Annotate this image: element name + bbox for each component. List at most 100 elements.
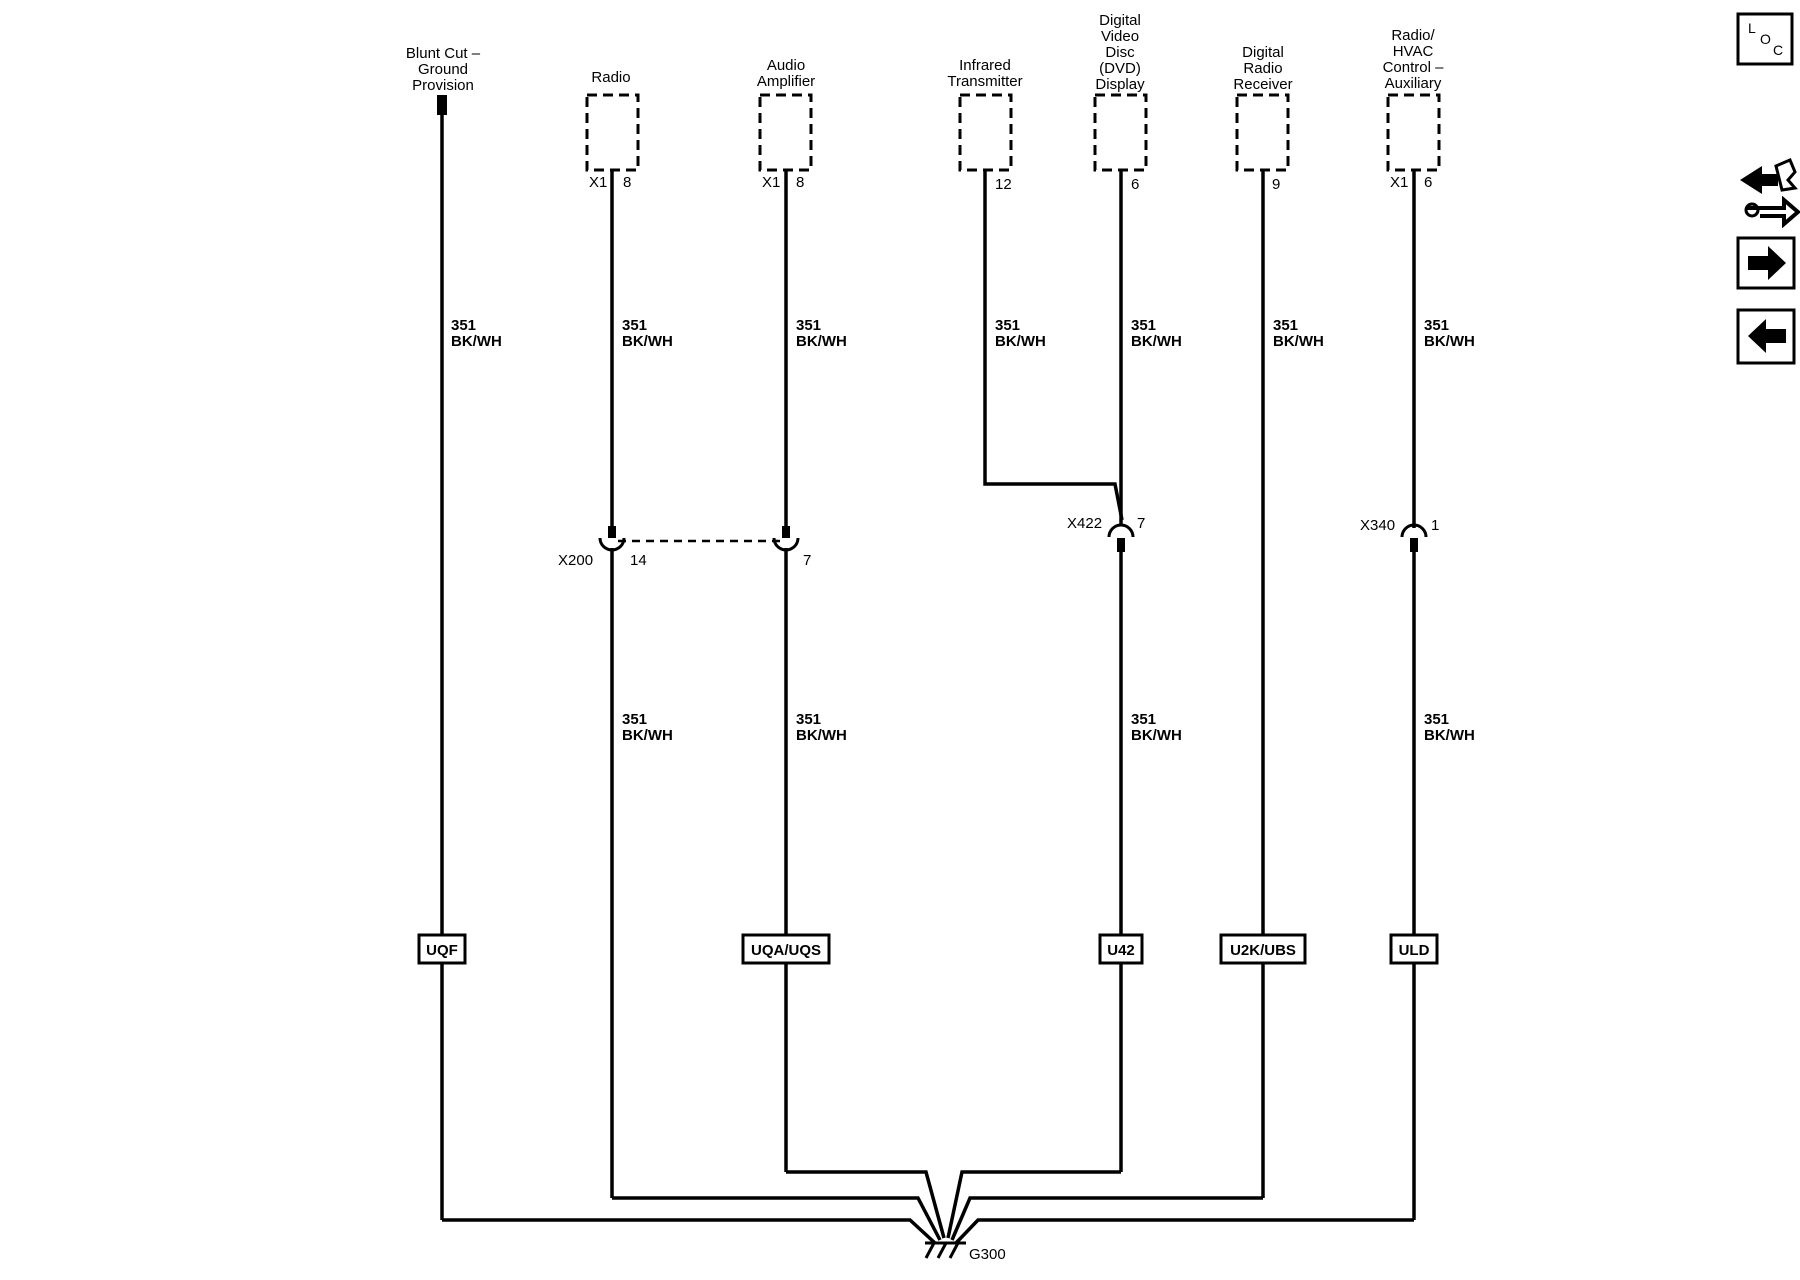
option-uqf: UQF — [417, 933, 467, 965]
svg-text:Amplifier: Amplifier — [757, 73, 815, 90]
radio-pin-label: 8 — [623, 174, 631, 191]
svg-text:Blunt Cut –: Blunt Cut – — [406, 45, 481, 62]
radio-hvac-aux-box — [1386, 93, 1441, 172]
svg-text:BK/WH: BK/WH — [1424, 727, 1475, 744]
ground-run-radio — [612, 1196, 942, 1241]
svg-text:U42: U42 — [1107, 942, 1135, 959]
svg-text:Radio/: Radio/ — [1391, 27, 1435, 44]
x200-amp-pin — [782, 526, 790, 538]
x340-label: X340 — [1360, 517, 1395, 534]
arrow-left-icon[interactable] — [1736, 308, 1796, 365]
svg-text:Display: Display — [1095, 76, 1145, 93]
svg-text:Digital: Digital — [1099, 12, 1141, 29]
radio-hvac-pin-label: 6 — [1424, 174, 1432, 191]
x340-pin — [1410, 538, 1418, 552]
svg-text:Digital: Digital — [1242, 44, 1284, 61]
svg-text:BK/WH: BK/WH — [1424, 333, 1475, 350]
svg-text:Ground: Ground — [418, 61, 468, 78]
svg-text:Receiver: Receiver — [1233, 76, 1292, 93]
svg-text:BK/WH: BK/WH — [1131, 333, 1182, 350]
audio-amp-connector-label: X1 — [762, 174, 780, 191]
svg-text:Audio: Audio — [767, 57, 805, 74]
svg-text:351: 351 — [1131, 317, 1156, 334]
svg-text:351: 351 — [451, 317, 476, 334]
svg-text:Radio: Radio — [591, 69, 630, 86]
svg-text:BK/WH: BK/WH — [995, 333, 1046, 350]
option-u2k-ubs: U2K/UBS — [1219, 933, 1307, 965]
x422-label: X422 — [1067, 515, 1102, 532]
svg-text:Disc: Disc — [1105, 44, 1135, 61]
blunt-cut-terminal — [437, 95, 447, 115]
x200-radio-connector — [598, 537, 626, 552]
audio-amp-pin-label: 8 — [796, 174, 804, 191]
x340-pin-label: 1 — [1431, 517, 1439, 534]
digital-radio-pin-label: 9 — [1272, 176, 1280, 193]
svg-text:O: O — [1760, 31, 1771, 47]
svg-text:BK/WH: BK/WH — [796, 727, 847, 744]
radio-hvac-connector-label: X1 — [1390, 174, 1408, 191]
radio-box — [585, 93, 640, 172]
ground-run-blunt — [442, 1218, 937, 1245]
radio-label: Radio — [591, 69, 630, 86]
wire-infrared — [983, 170, 1124, 521]
svg-text:ULD: ULD — [1399, 942, 1430, 959]
svg-text:351: 351 — [1131, 711, 1156, 728]
blunt-cut-label: Blunt Cut – Ground Provision — [406, 45, 481, 94]
svg-text:Provision: Provision — [412, 77, 474, 94]
component-swap-icon[interactable] — [1740, 158, 1800, 229]
ground-run-dvd — [946, 1170, 1121, 1239]
option-uld: ULD — [1389, 933, 1439, 965]
ground-run-hvac — [954, 1218, 1414, 1245]
dvd-display-box — [1093, 93, 1148, 172]
location-icon[interactable]: L O C — [1736, 12, 1794, 66]
audio-amplifier-label: Audio Amplifier — [757, 57, 815, 90]
option-u42: U42 — [1098, 933, 1144, 965]
svg-text:351: 351 — [1424, 711, 1449, 728]
x422-connector — [1107, 523, 1135, 538]
svg-text:(DVD): (DVD) — [1099, 60, 1141, 77]
x422-pin — [1117, 538, 1125, 552]
svg-text:Infrared: Infrared — [959, 57, 1011, 74]
svg-text:351: 351 — [796, 711, 821, 728]
svg-text:351: 351 — [995, 317, 1020, 334]
infrared-transmitter-box — [958, 93, 1013, 172]
infrared-transmitter-label: Infrared Transmitter — [947, 57, 1022, 90]
svg-text:UQA/UQS: UQA/UQS — [751, 942, 821, 959]
svg-text:351: 351 — [1424, 317, 1449, 334]
svg-text:U2K/UBS: U2K/UBS — [1230, 942, 1296, 959]
x200-amp-pin-label: 7 — [803, 552, 811, 569]
radio-hvac-aux-label: Radio/ HVAC Control – Auxiliary — [1383, 27, 1445, 92]
x200-label: X200 — [558, 552, 593, 569]
svg-text:351: 351 — [796, 317, 821, 334]
svg-text:L: L — [1748, 20, 1756, 36]
x200-amp-connector — [772, 537, 800, 552]
digital-radio-receiver-label: Digital Radio Receiver — [1233, 44, 1292, 93]
arrow-right-icon[interactable] — [1736, 236, 1796, 290]
audio-amplifier-box — [758, 93, 813, 172]
svg-text:Transmitter: Transmitter — [947, 73, 1022, 90]
ground-label: G300 — [969, 1246, 1006, 1263]
svg-text:BK/WH: BK/WH — [796, 333, 847, 350]
ground-run-digital — [950, 1196, 1263, 1241]
x200-radio-pin — [608, 526, 616, 538]
infrared-pin-label: 12 — [995, 176, 1012, 193]
x340-connector — [1400, 523, 1428, 538]
svg-text:Video: Video — [1101, 28, 1139, 45]
svg-text:BK/WH: BK/WH — [622, 333, 673, 350]
svg-text:BK/WH: BK/WH — [1273, 333, 1324, 350]
svg-text:351: 351 — [622, 317, 647, 334]
svg-text:BK/WH: BK/WH — [1131, 727, 1182, 744]
x200-radio-pin-label: 14 — [630, 552, 647, 569]
svg-text:Auxiliary: Auxiliary — [1385, 75, 1442, 92]
wires — [440, 115, 1416, 1245]
